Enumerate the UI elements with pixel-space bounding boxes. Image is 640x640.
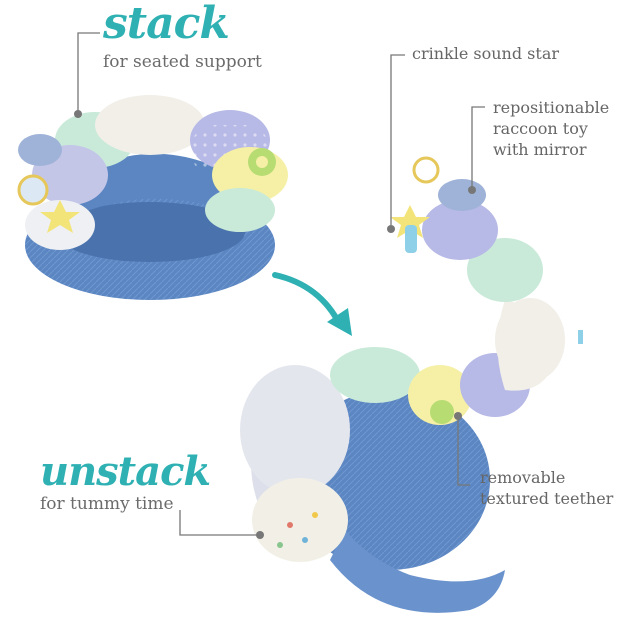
callout-lines	[77, 32, 485, 536]
unstack-subtitle: for tummy time	[40, 494, 174, 514]
callout-teether: removable textured teether	[480, 468, 613, 510]
callout-star: crinkle sound star	[412, 44, 560, 63]
stack-subtitle: for seated support	[103, 52, 262, 72]
unstacked-pillow	[240, 156, 583, 613]
callout-teether-line-2: textured teether	[480, 488, 614, 508]
callout-teether-line-1: removable	[480, 468, 566, 487]
stacked-pillow	[17, 95, 288, 300]
arrow-curved-icon	[272, 272, 352, 336]
callout-raccoon: repositionable raccoon toy with mirror	[493, 98, 609, 160]
stack-title: stack	[103, 0, 230, 49]
callout-raccoon-line-3: with mirror	[493, 139, 587, 159]
callout-raccoon-line-2: raccoon toy	[493, 118, 588, 138]
unstack-title: unstack	[40, 448, 211, 495]
callout-raccoon-line-1: repositionable	[493, 98, 610, 117]
